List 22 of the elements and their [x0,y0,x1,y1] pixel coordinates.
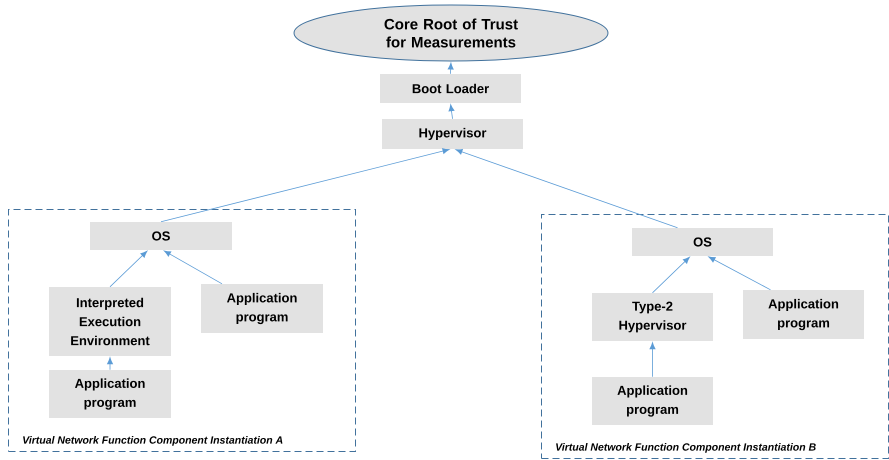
process-box: Application program [201,284,323,333]
arrow [448,104,454,120]
process-box: Hypervisor [382,119,523,149]
arrow [652,256,690,294]
arrow [650,342,656,378]
arrow [107,357,113,370]
process-box: Application program [49,370,171,418]
arrow [110,250,148,288]
arrow [708,256,771,290]
arrow [164,250,222,284]
arrow [160,148,450,222]
process-box: Boot Loader [380,74,521,103]
process-box: Interpreted Execution Environment [49,287,171,356]
arrow [448,62,454,74]
process-box: Application program [743,290,864,339]
process-box: Type-2 Hypervisor [592,293,713,341]
arrow [456,148,678,228]
process-box: Application program [592,377,713,425]
container-title: Virtual Network Function Component Instantiation A [23,436,282,446]
process-box: OS [632,228,773,256]
process-box: OS [90,222,232,250]
container-title: Virtual Network Function Component Instantiation B [556,443,816,453]
